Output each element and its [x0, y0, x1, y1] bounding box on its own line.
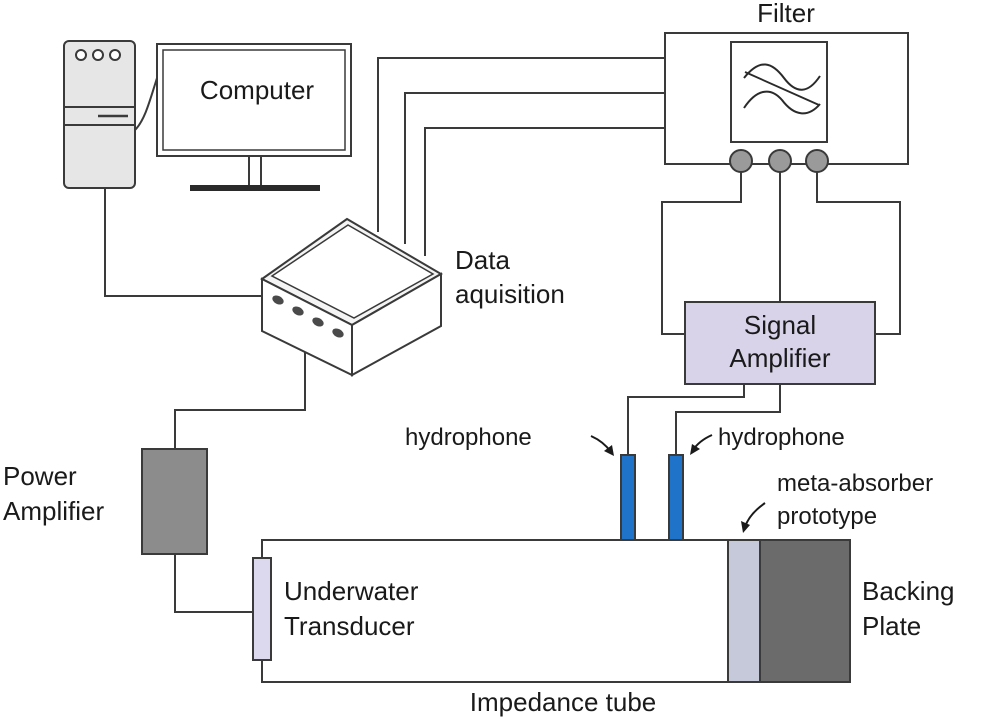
impedance-tube-label: Impedance tube — [470, 687, 656, 717]
power-amplifier-label-line1: Power — [3, 461, 77, 491]
data-acquisition-label-line1: Data — [455, 245, 510, 275]
tower-button-icon — [109, 49, 121, 61]
wire-signal-amp-to-hydrophone-right — [675, 384, 781, 455]
underwater-transducer: Underwater Transducer — [252, 557, 419, 661]
arrowhead-icon — [604, 445, 614, 456]
meta-absorber-prototype: meta-absorber prototype — [727, 470, 933, 683]
meta-absorber-label-line2: prototype — [777, 503, 877, 530]
daq-port-icon — [332, 328, 344, 338]
wire-daq-to-filter-3 — [424, 127, 665, 256]
filter-label: Filter — [757, 0, 815, 28]
computer-label: Computer — [200, 75, 314, 105]
signal-amplifier-label-line2: Amplifier — [729, 343, 830, 373]
wire-signal-amp-to-hydrophone-left — [627, 384, 745, 455]
filter-screen — [730, 41, 828, 143]
hydrophone-right — [668, 454, 684, 541]
filter-knob-icon — [768, 149, 792, 173]
wave-icon — [743, 63, 821, 91]
wire-filter-knob1-to-signal-amp — [661, 172, 742, 335]
wire-daq-to-filter-1 — [377, 57, 665, 232]
power-amplifier: Power Amplifier — [3, 448, 208, 555]
power-amplifier-label-line2: Amplifier — [3, 496, 104, 526]
hydrophone-left-label: hydrophone — [405, 424, 532, 451]
backing-plate-label-line1: Backing — [862, 576, 955, 606]
hydrophones: hydrophone hydrophone — [405, 424, 845, 541]
wire-power-amp-to-transducer — [174, 554, 253, 613]
filter-knob-icon — [729, 149, 753, 173]
data-acquisition-label-line2: aquisition — [455, 279, 565, 309]
filter-unit: Filter — [664, 0, 909, 173]
daq-port-icon — [272, 295, 284, 305]
signal-amplifier: Signal Amplifier — [684, 301, 876, 385]
wire-daq-to-power-amp — [174, 352, 306, 449]
hydrophone-right-label: hydrophone — [718, 424, 845, 451]
underwater-transducer-label-line2: Transducer — [284, 611, 415, 641]
wave-icon — [743, 90, 821, 115]
wire-daq-to-filter-2 — [404, 92, 665, 244]
signal-amplifier-label-line1: Signal — [744, 310, 816, 340]
tower-button-icon — [75, 49, 87, 61]
arrowhead-icon — [690, 444, 700, 455]
arrowhead-icon — [741, 521, 750, 533]
wires — [104, 57, 901, 613]
backing-plate-label-line2: Plate — [862, 611, 921, 641]
daq-port-icon — [312, 317, 324, 327]
filter-knob-icon — [805, 149, 829, 173]
hydrophone-left — [620, 454, 636, 541]
meta-absorber-label-line1: meta-absorber — [777, 470, 933, 497]
tower-button-icon — [92, 49, 104, 61]
backing-plate: Backing Plate — [759, 539, 955, 683]
wire-tower-to-monitor — [134, 77, 158, 131]
underwater-transducer-label-line1: Underwater — [284, 576, 419, 606]
wire-computer-to-daq — [104, 188, 262, 297]
daq-port-icon — [292, 306, 304, 316]
impedance-tube: Impedance tube — [261, 539, 729, 717]
computer-tower — [63, 40, 136, 189]
arrow-icon — [744, 502, 766, 528]
computer-monitor: Computer — [156, 43, 352, 191]
wire-filter-knob3-to-signal-amp — [816, 172, 901, 335]
data-acquisition-unit: Data aquisition — [260, 217, 565, 377]
